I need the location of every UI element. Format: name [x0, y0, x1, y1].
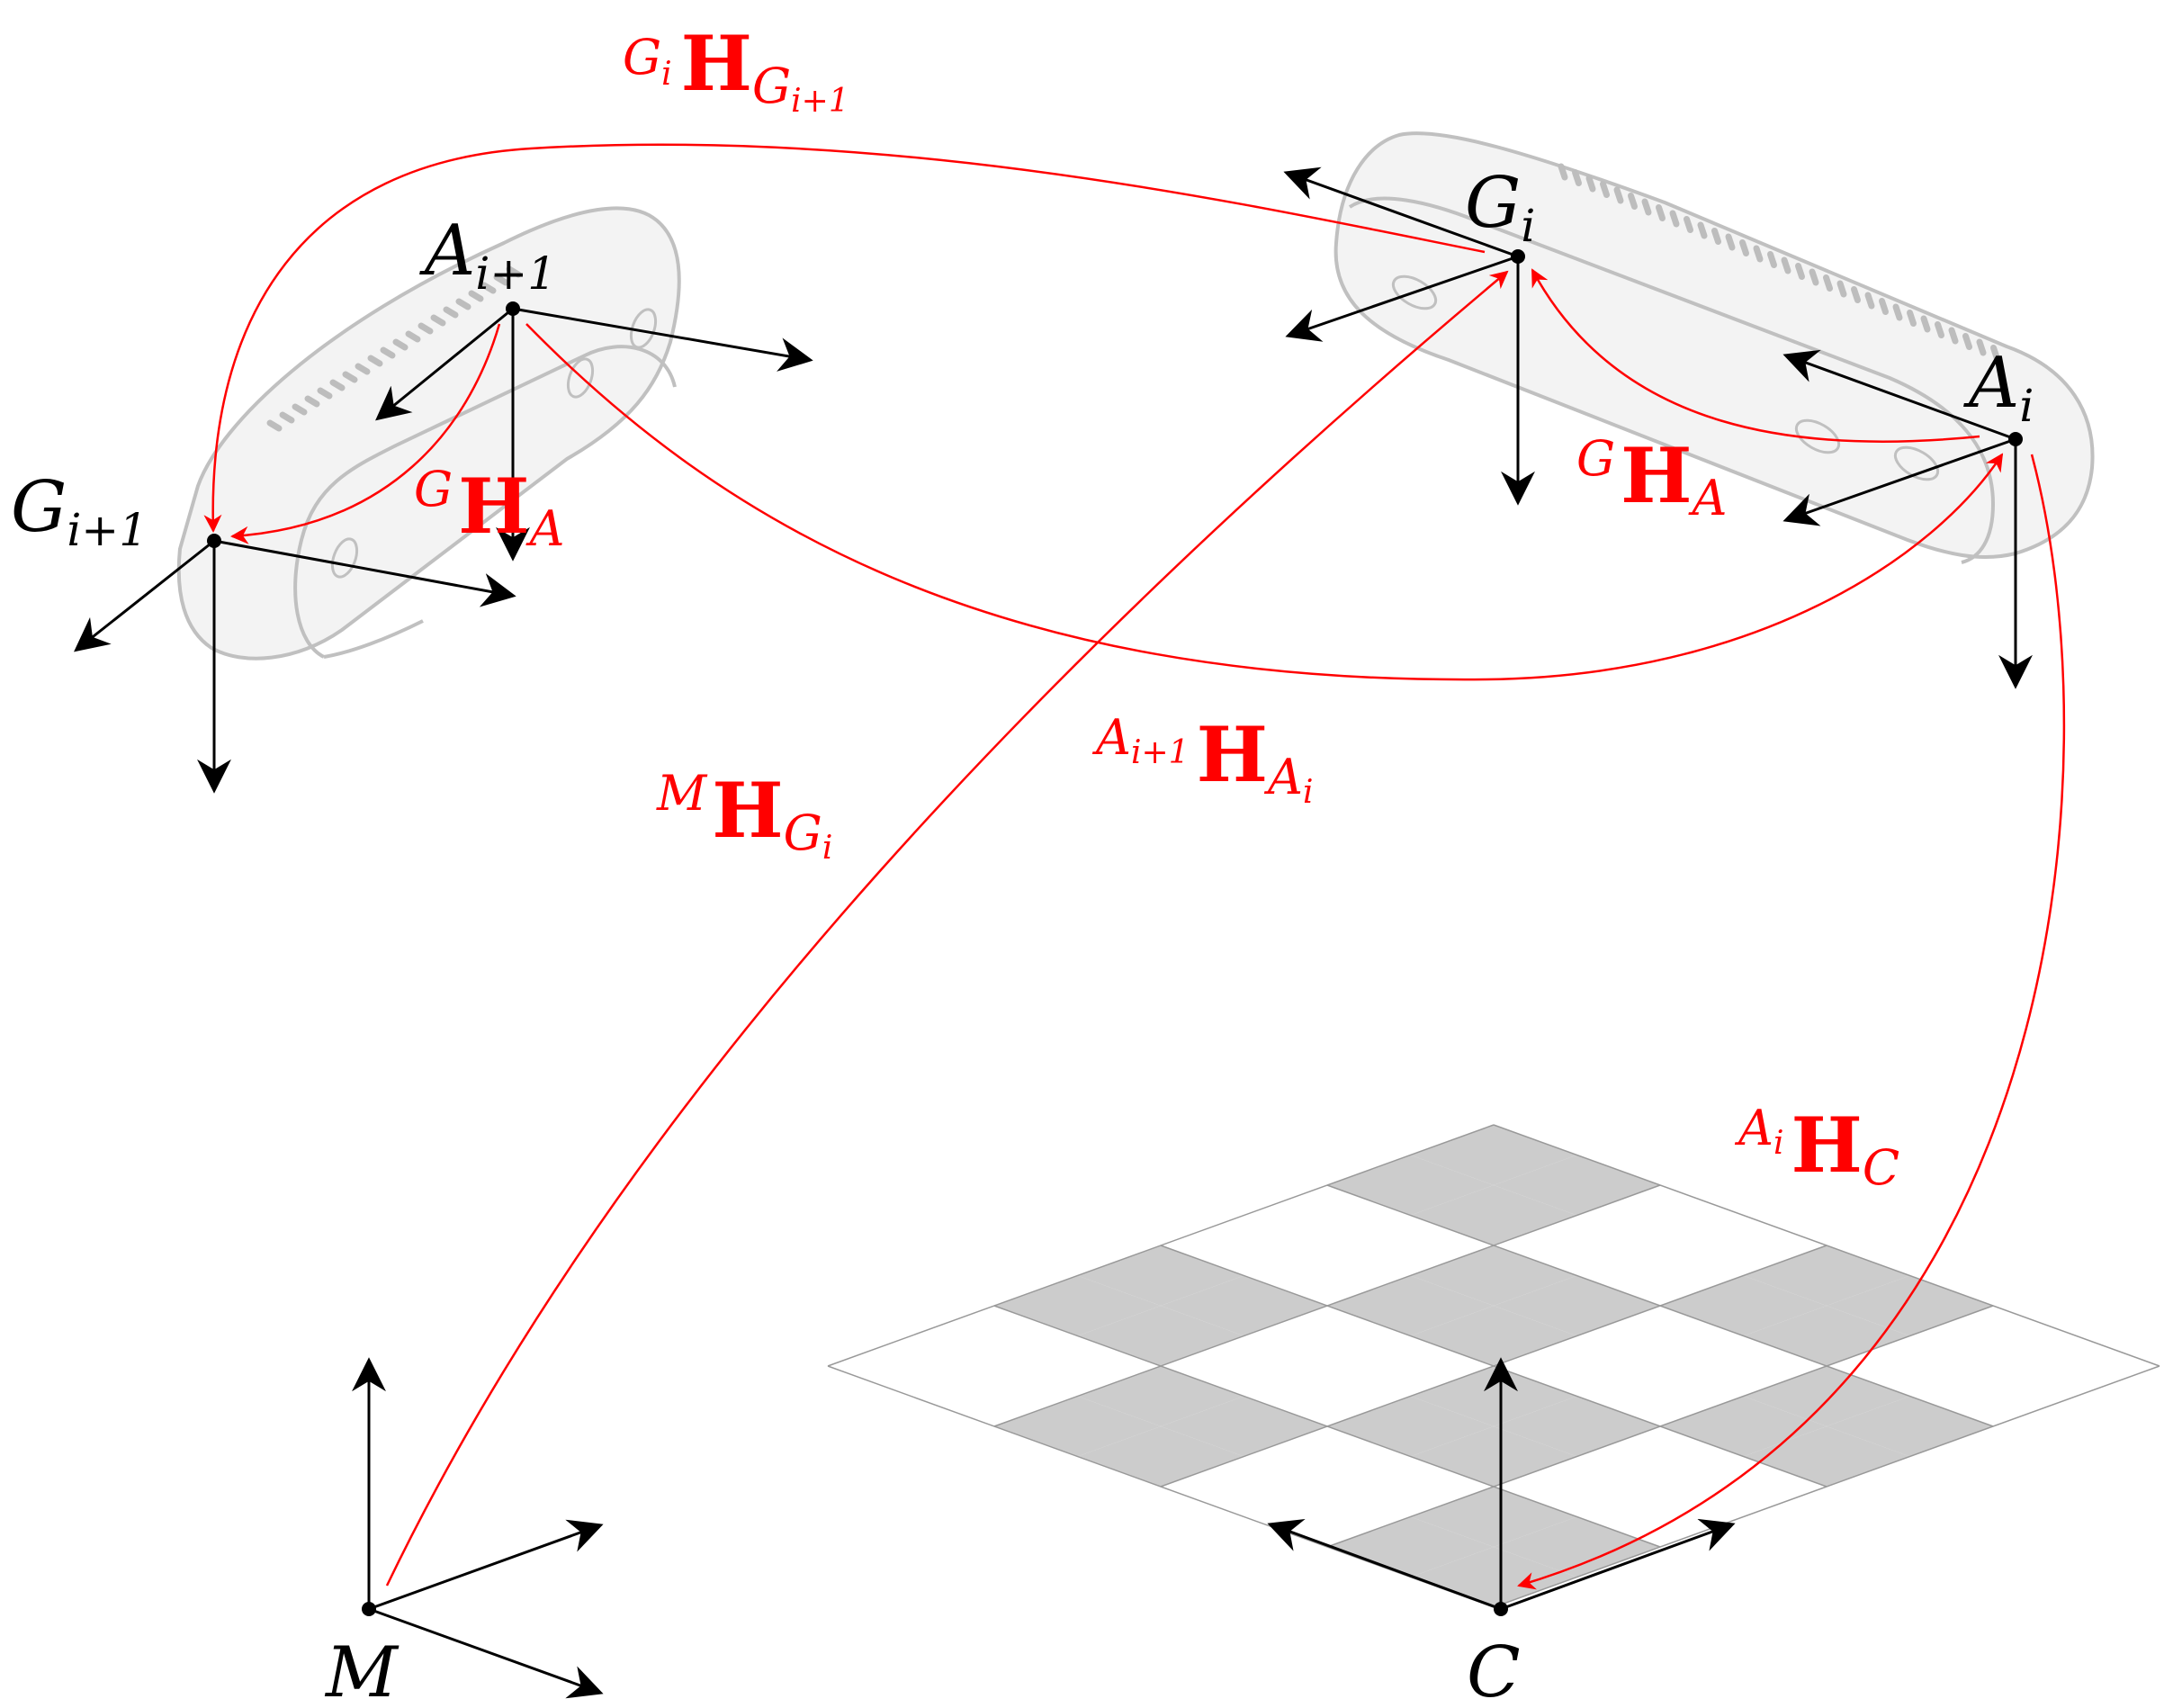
vent-slot — [1684, 216, 1693, 233]
vent-slot — [1795, 263, 1805, 280]
label-ai1-h-ai: Ai+1HAi — [1091, 709, 1313, 811]
vent-slot — [1669, 210, 1680, 228]
vent-slot — [1864, 292, 1875, 310]
label-g-i: Gi — [1465, 163, 1535, 252]
vent-slot — [1558, 163, 1568, 181]
vent-slot — [292, 403, 308, 416]
vent-slot — [380, 346, 396, 359]
label-ai-h-c: AiHC — [1734, 1100, 1899, 1196]
vent-slot — [1948, 327, 1959, 345]
vent-slot — [1990, 345, 2000, 362]
origin-a-i — [2008, 432, 2023, 446]
arrow-m-h-gi — [385, 270, 1509, 1587]
frame-labels: Gi+1 Ai+1 Gi Ai M C — [11, 163, 2034, 1708]
checker-grid-line — [993, 1305, 1661, 1548]
vent-slot — [1879, 298, 1889, 315]
origin-g-i — [1511, 249, 1525, 264]
frame-axes — [74, 166, 2033, 1699]
vent-slot — [317, 387, 333, 400]
checker-grid-line — [1493, 1365, 2160, 1608]
vent-slot — [1711, 228, 1721, 245]
vent-slot — [1656, 204, 1666, 221]
label-gh-a-left: GHA — [414, 461, 565, 557]
vent-slot — [1585, 175, 1596, 193]
vent-slot — [1976, 338, 1987, 356]
origin-c — [1494, 1602, 1508, 1616]
vent-slot — [443, 306, 459, 319]
vent-slot — [1892, 303, 1903, 321]
vent-slot — [1836, 280, 1847, 298]
vent-slot — [1920, 315, 1931, 333]
camera-device-left — [176, 206, 681, 661]
origin-a-i1 — [506, 301, 520, 316]
vent-slot — [1725, 233, 1736, 251]
vent-slot — [1628, 193, 1638, 210]
vent-slot — [418, 322, 434, 335]
vent-slot — [1781, 256, 1791, 274]
vent-slot — [355, 363, 371, 375]
vent-slot — [455, 298, 471, 310]
frame-origins — [207, 249, 2023, 1616]
vent-slot — [1572, 169, 1582, 186]
origin-g-i1 — [207, 534, 221, 548]
vent-slot — [1935, 321, 1944, 338]
label-c: C — [1467, 1632, 1521, 1708]
arrow-ai1-h-ai — [525, 323, 2004, 681]
vent-slot — [1767, 251, 1777, 268]
vent-slot — [405, 330, 421, 343]
vent-slot — [1641, 198, 1652, 216]
origin-m — [362, 1602, 376, 1616]
vent-slot — [493, 274, 509, 286]
vent-slot — [480, 282, 497, 294]
vent-slot — [342, 371, 358, 383]
axes-c — [1267, 1357, 1736, 1611]
label-a-i1: Ai+1 — [419, 211, 556, 300]
vent-slot — [329, 379, 346, 391]
checker-grid-line — [1326, 1305, 1994, 1548]
axes-g-i — [1283, 166, 1535, 506]
label-m: M — [324, 1632, 400, 1708]
label-m-h-gi: MHGi — [656, 765, 832, 867]
vent-slot — [1907, 310, 1917, 327]
vent-slot — [266, 419, 283, 432]
axes-a-i1 — [375, 307, 813, 562]
axes-g-i1 — [74, 539, 516, 794]
vent-slot — [506, 265, 522, 278]
vent-slot — [1851, 286, 1861, 303]
vent-slot — [1697, 221, 1708, 239]
arrow-gh-a-right — [1531, 268, 1980, 443]
vent-slot — [279, 411, 295, 424]
vent-slot — [468, 290, 484, 302]
arrow-gh-a-left — [230, 323, 501, 544]
vent-slot — [1753, 245, 1764, 263]
arrow-ai-h-c — [1517, 454, 2066, 1590]
axes-m — [352, 1357, 604, 1699]
vent-slot — [1809, 268, 1819, 286]
vent-slot — [430, 314, 446, 327]
vent-slot — [304, 395, 320, 408]
vent-slot — [1600, 181, 1610, 198]
label-a-i: Ai — [1963, 343, 2034, 432]
transform-arrows — [203, 143, 2066, 1590]
checkerboard — [827, 1124, 2160, 1608]
vent-slot — [367, 355, 383, 367]
label-gh-a-right: GHA — [1576, 430, 1728, 526]
arrow-gi-h-gi1 — [203, 143, 1486, 533]
vent-slot — [1962, 333, 1972, 350]
vent-slot — [1613, 186, 1624, 204]
vent-slot — [1739, 239, 1749, 256]
vent-slot — [392, 338, 409, 351]
vent-slot — [1823, 274, 1833, 292]
label-g-i1: Gi+1 — [11, 467, 148, 556]
axes-a-i — [1782, 349, 2033, 689]
